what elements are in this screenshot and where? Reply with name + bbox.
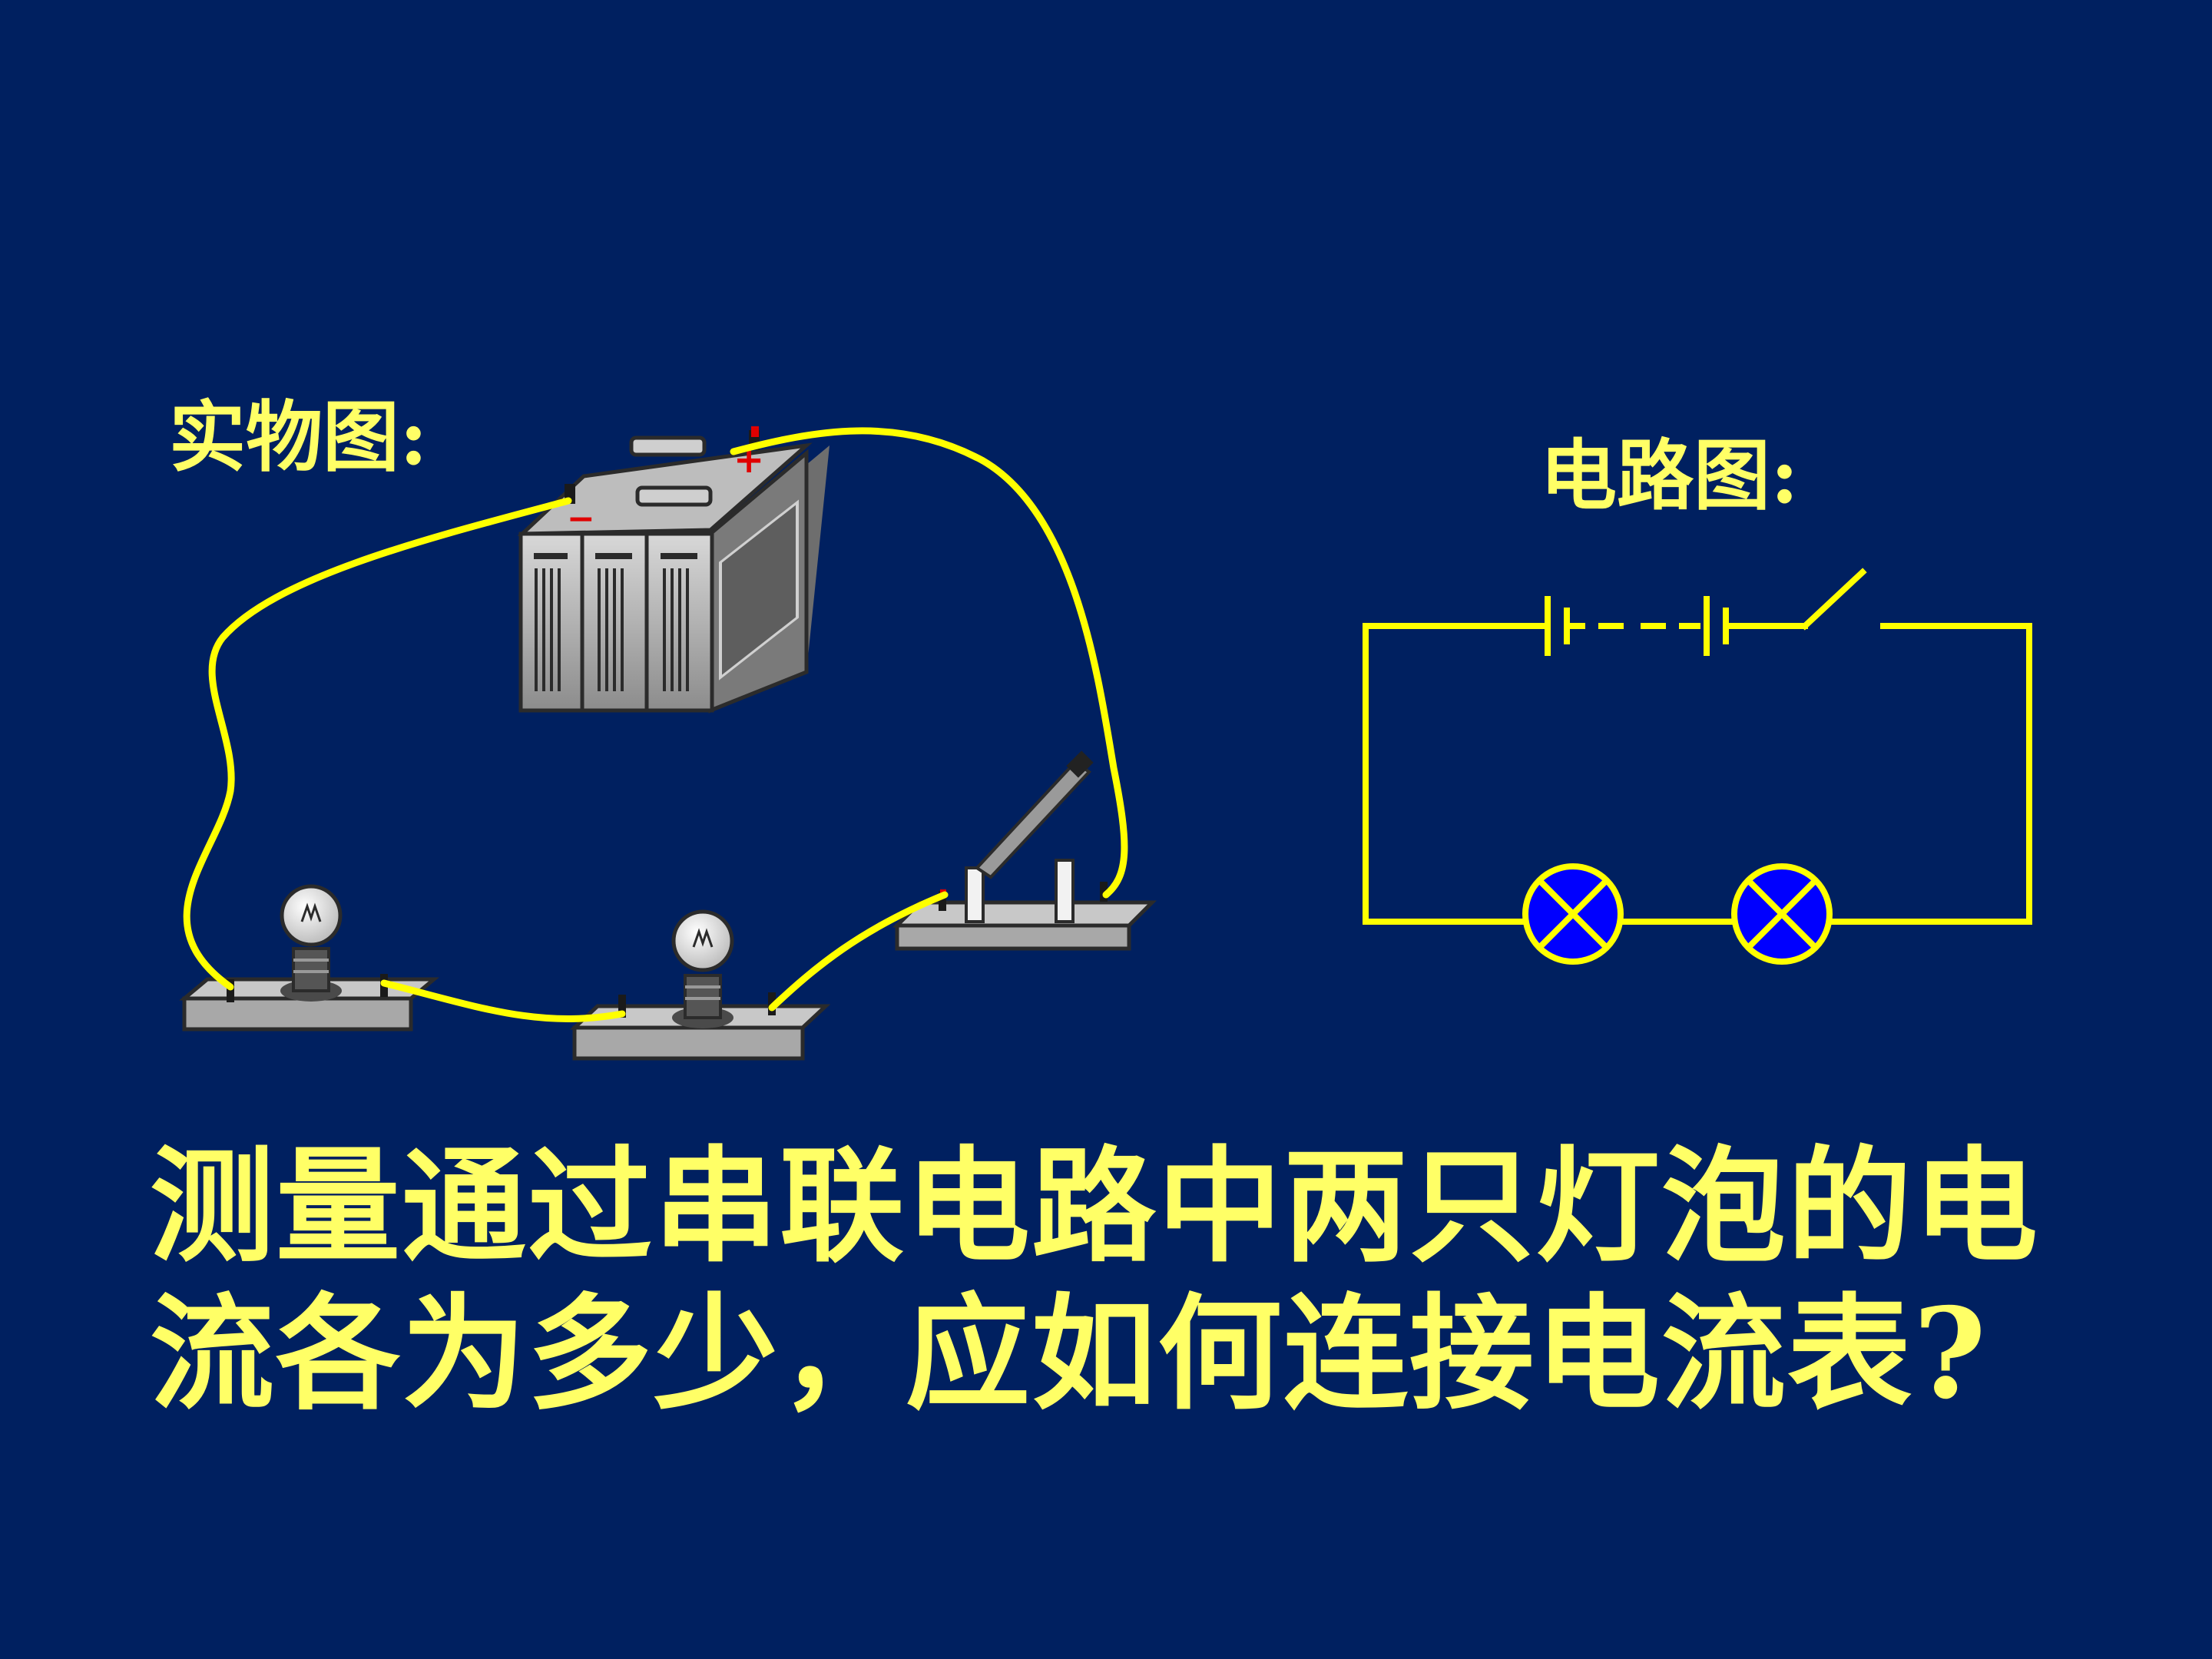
- battery-pack: [517, 426, 830, 714]
- knife-switch: [892, 750, 1157, 951]
- schematic-lamp-1: [1522, 863, 1624, 965]
- question-text: 测量通过串联电路中两只灯泡的电 流各为多少，应如何连接电流表?: [150, 1133, 2116, 1428]
- question-line-1: 测量通过串联电路中两只灯泡的电: [150, 1134, 2039, 1280]
- physical-wires: [183, 427, 1128, 1022]
- circuit-schematic: [1363, 568, 2032, 965]
- question-line-2: 流各为多少，应如何连接电流表?: [150, 1281, 1988, 1427]
- physical-diagram-label: 实物图:: [169, 392, 428, 482]
- schematic-wires: [1363, 568, 2032, 925]
- circuit-diagram-label: 电路图:: [1540, 430, 1799, 521]
- battery-negative-mark: −: [567, 499, 595, 538]
- schematic-lamp-2: [1731, 863, 1833, 965]
- lamp-board-2: [569, 909, 831, 1061]
- lamp-board-1: [179, 884, 439, 1031]
